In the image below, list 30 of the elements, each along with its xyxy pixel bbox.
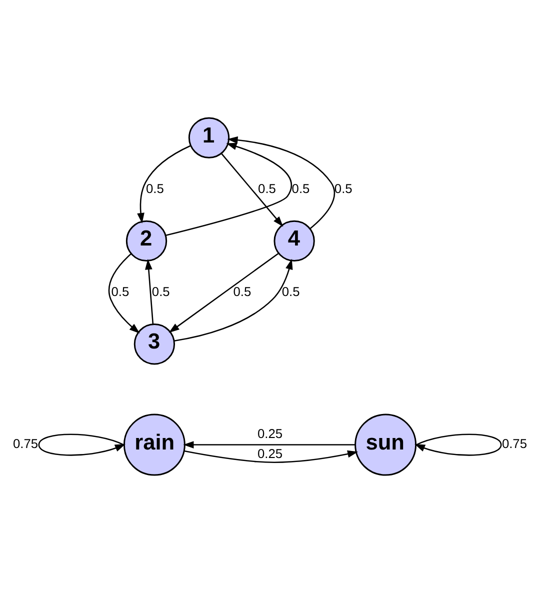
arrow (108, 253, 140, 334)
edge-label: 0.5 (152, 284, 170, 299)
edge-label: 0.25 (257, 446, 283, 462)
node-circle: 2 (126, 220, 168, 262)
arrow (183, 441, 356, 448)
node-circle: rain (123, 414, 186, 476)
edge-label: 0.5 (233, 284, 252, 299)
arrow (145, 259, 154, 324)
edge-label: 0.5 (334, 180, 352, 196)
edge-label: 0.5 (292, 180, 310, 196)
arrow (168, 252, 279, 333)
edge-label: 0.25 (257, 426, 283, 442)
arrow (38, 434, 126, 456)
arrow (414, 434, 502, 456)
node-circle: 3 (134, 324, 176, 365)
node-circle: 1 (188, 117, 230, 158)
arrow (184, 450, 358, 463)
arrow (166, 142, 292, 236)
edge-label: 0.75 (12, 436, 38, 452)
edge-label: 0.75 (502, 436, 528, 452)
node-circle: 4 (274, 220, 315, 262)
arrow (221, 153, 284, 227)
arrow (174, 258, 293, 342)
edge-label: 0.5 (258, 180, 276, 196)
edge-label: 0.5 (146, 180, 164, 196)
arrow (137, 145, 192, 224)
node-circle: sun (354, 414, 417, 476)
edge-label: 0.5 (111, 284, 130, 299)
edge-label: 0.5 (282, 284, 300, 299)
arrow (227, 136, 335, 230)
